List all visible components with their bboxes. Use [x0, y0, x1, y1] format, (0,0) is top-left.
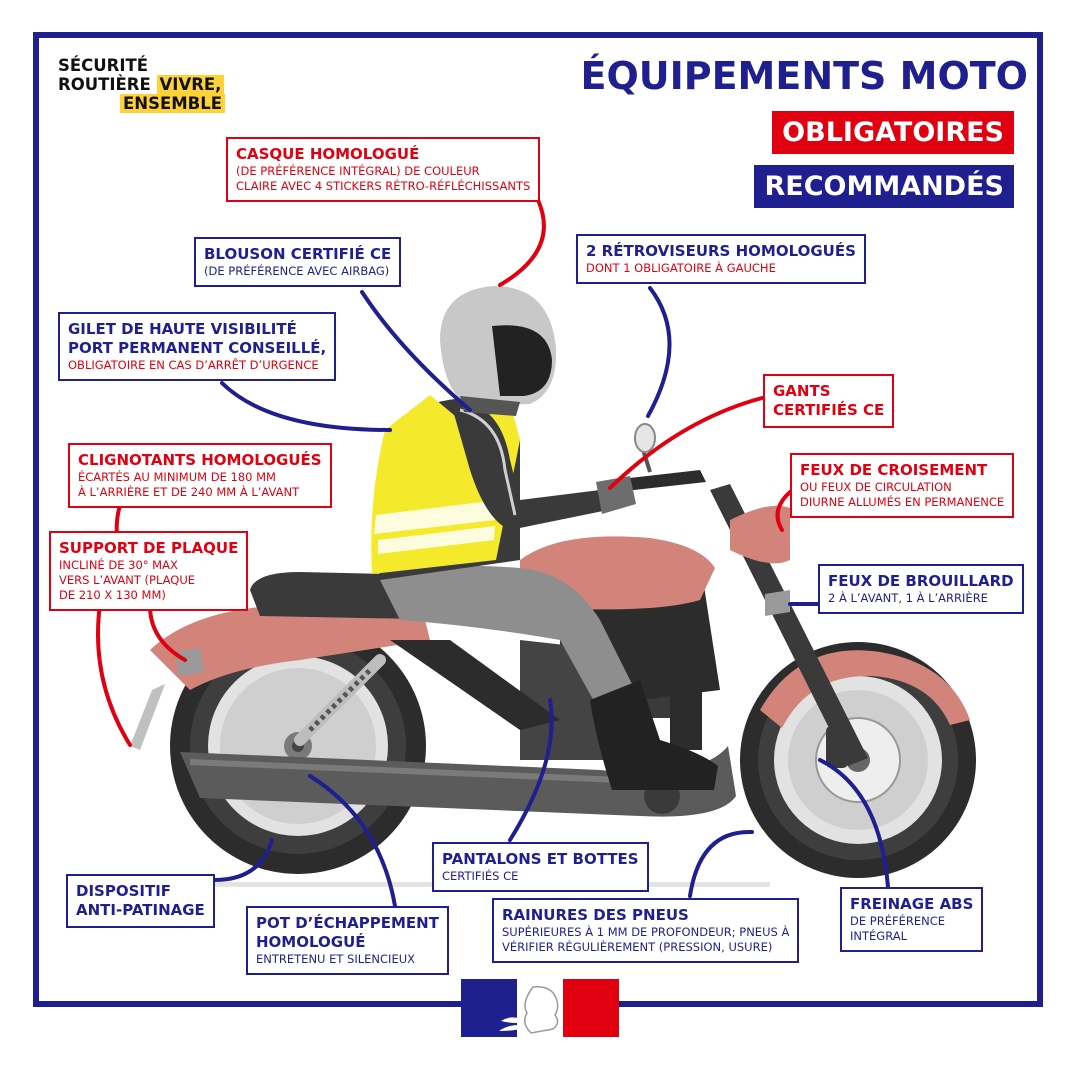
label-gants: GANTS CERTIFIÉS CE [763, 374, 895, 428]
label-support-plaque: SUPPORT DE PLAQUE INCLINÉ DE 30° MAX VER… [49, 531, 249, 611]
rider [371, 286, 718, 790]
label-feux-croisement: FEUX DE CROISEMENT OU FEUX DE CIRCULATIO… [790, 453, 1015, 518]
label-gilet: GILET DE HAUTE VISIBILITÉ PORT PERMANENT… [58, 312, 337, 381]
label-pot-echappement: POT D’ÉCHAPPEMENT HOMOLOGUÉ ENTRETENU ET… [246, 906, 449, 975]
page-title: ÉQUIPEMENTS MOTO [580, 54, 1028, 98]
label-blouson: BLOUSON CERTIFIÉ CE (DE PRÉFÉRENCE AVEC … [194, 237, 402, 287]
label-retroviseurs: 2 RÉTROVISEURS HOMOLOGUÉS DONT 1 OBLIGAT… [576, 234, 866, 284]
label-casque: CASQUE HOMOLOGUÉ (DE PRÉFÉRENCE INTÉGRAL… [226, 137, 541, 202]
headlight [730, 505, 790, 564]
legend-recommended-badge: RECOMMANDÉS [754, 165, 1014, 208]
logo-line-2b: VIVRE, [156, 75, 225, 94]
rear-fender [150, 600, 430, 690]
label-anti-patinage: DISPOSITIF ANTI-PATINAGE [66, 874, 215, 928]
label-freinage-abs: FREINAGE ABS DE PRÉFÉRENCE INTÉGRAL [840, 887, 984, 952]
label-pantalons-bottes: PANTALONS ET BOTTES CERTIFIÉS CE [432, 842, 649, 892]
legend-mandatory-badge: OBLIGATOIRES [772, 111, 1014, 154]
leader-lines [96, 198, 890, 908]
securite-routiere-logo: SÉCURITÉ ROUTIÈRE VIVRE, ENSEMBLE [58, 56, 226, 113]
label-clignotants: CLIGNOTANTS HOMOLOGUÉS ÉCARTÉS AU MINIMU… [68, 443, 332, 508]
logo-line-2a: ROUTIÈRE [58, 75, 151, 94]
label-feux-brouillard: FEUX DE BROUILLARD 2 À L’AVANT, 1 À L’AR… [818, 564, 1024, 614]
logo-line-1: SÉCURITÉ [58, 56, 149, 75]
logo-line-3: ENSEMBLE [120, 94, 226, 113]
exhaust-pipe [180, 746, 736, 817]
marianne-logo [461, 979, 619, 1037]
label-rainures-pneus: RAINURES DES PNEUS SUPÉRIEURES À 1 MM DE… [492, 898, 800, 963]
